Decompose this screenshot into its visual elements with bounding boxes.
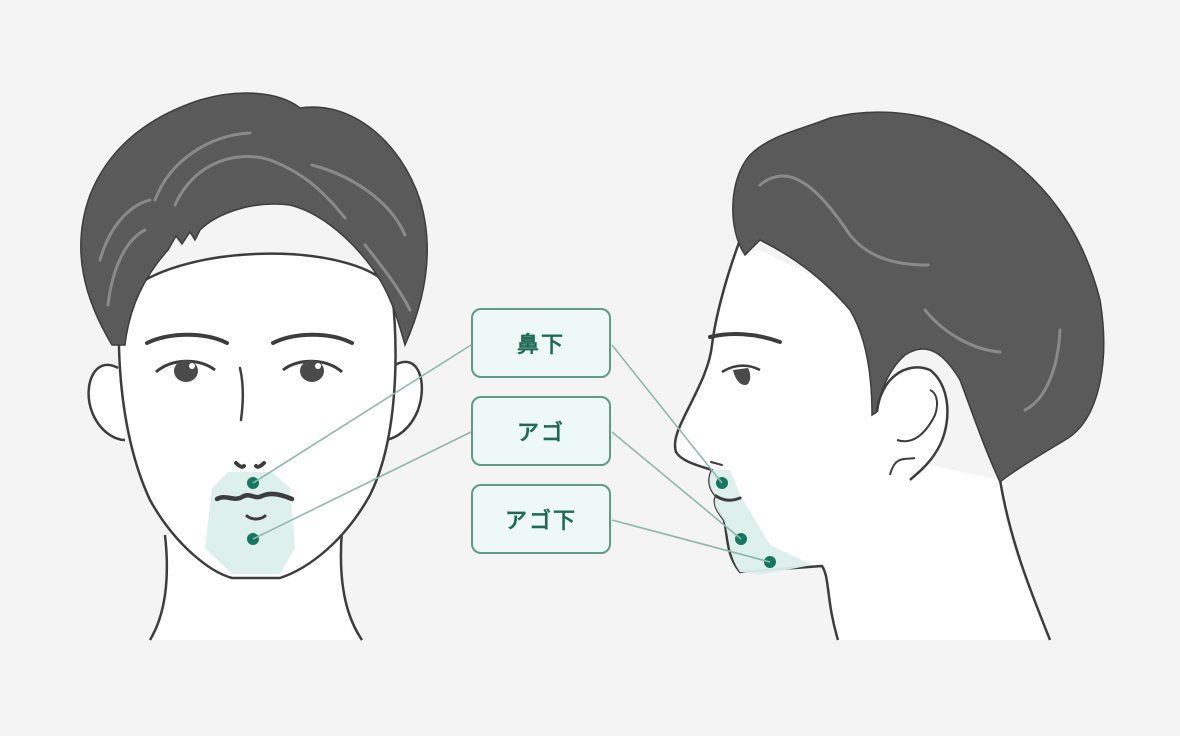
label-chin-text: アゴ [516,421,565,446]
side-treatment-area [709,470,812,575]
side-view [673,111,1105,641]
leader-lines [252,344,771,563]
front-eyes [155,359,343,382]
side-ear [875,366,949,481]
front-view [80,92,428,641]
label-chin: アゴ [471,396,611,466]
label-under-chin: アゴ下 [471,484,611,554]
label-under-nose-text: 鼻下 [516,333,565,358]
front-hair [80,92,428,348]
label-under-chin-text: アゴ下 [504,509,577,534]
label-under-nose: 鼻下 [471,308,611,378]
front-left-ear [87,363,126,442]
